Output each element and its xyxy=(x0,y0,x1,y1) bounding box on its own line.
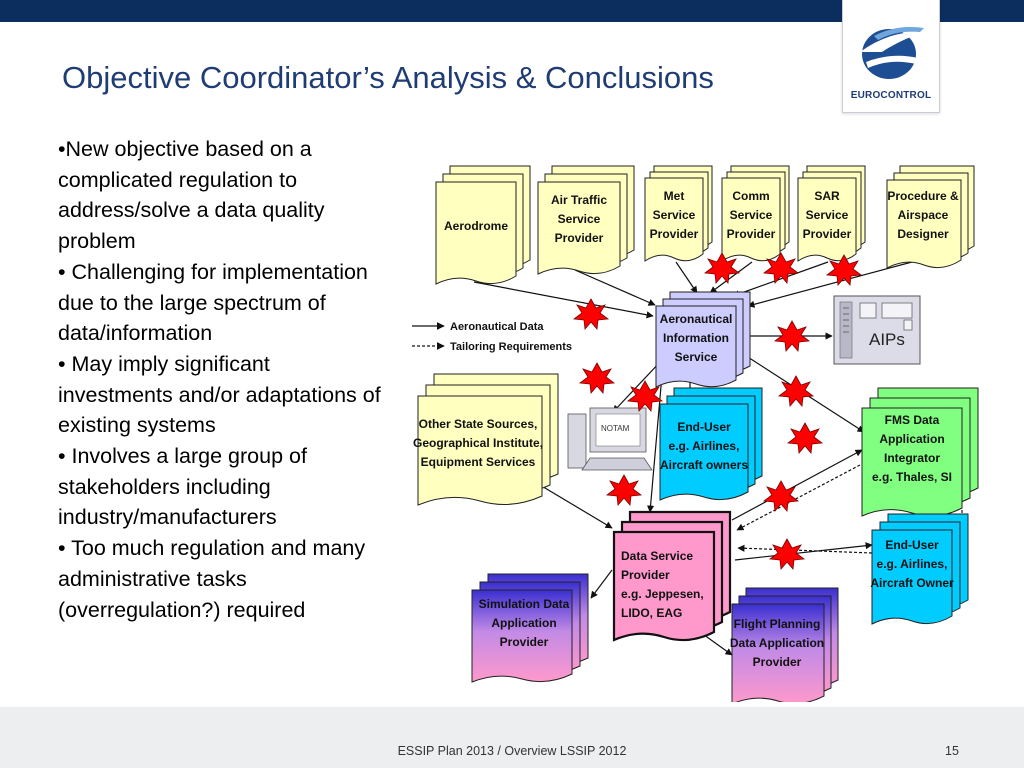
data-service-label-3: e.g. Jeppesen, xyxy=(621,587,704,601)
error-burst-icon xyxy=(762,480,800,512)
fms-label-1: FMS Data xyxy=(885,413,940,427)
ais-label-3: Service xyxy=(675,350,718,364)
error-burst-icon xyxy=(572,298,610,330)
notam-computer-icon xyxy=(567,407,653,471)
bullet-item: • Challenging for implementation due to … xyxy=(58,259,368,346)
flight-planning-label-3: Provider xyxy=(753,655,802,669)
procedure-airspace-node xyxy=(886,165,975,269)
page-title: Objective Coordinator’s Analysis & Concl… xyxy=(62,60,714,95)
eurocontrol-logo: EUROCONTROL xyxy=(842,0,940,113)
other-state-label-3: Equipment Services xyxy=(421,455,536,469)
other-state-label-2: Geographical Institute, xyxy=(413,436,543,450)
simulation-label-3: Provider xyxy=(500,635,549,649)
end-user-center-label-3: Aircraft owners xyxy=(660,458,748,472)
procedure-label-1: Procedure & xyxy=(887,189,959,203)
comm-label-1: Comm xyxy=(732,189,769,203)
error-burst-icon xyxy=(825,254,863,286)
ais-label-2: Information xyxy=(663,331,729,345)
bullet-list: •New objective based on a complicated re… xyxy=(58,134,388,625)
air-traffic-service-node xyxy=(537,165,635,275)
bullet-item: • Involves a large group of stakeholders… xyxy=(58,444,307,530)
bullet-item: • May imply significant investments and/… xyxy=(58,351,381,438)
data-service-label-1: Data Service xyxy=(621,549,693,563)
aerodrome-node xyxy=(435,165,531,285)
error-burst-icon xyxy=(703,252,741,284)
error-burst-icon xyxy=(605,474,643,506)
end-user-airlines-node xyxy=(659,387,763,501)
end-user-center-label-2: e.g. Airlines, xyxy=(669,439,740,453)
simulation-label-1: Simulation Data xyxy=(479,597,570,611)
error-burst-icon xyxy=(762,252,800,284)
end-user-right-label-1: End-User xyxy=(885,538,939,552)
other-state-label-1: Other State Sources, xyxy=(419,417,538,431)
bullet-item: • Too much regulation and many administr… xyxy=(58,536,366,622)
error-burst-icon xyxy=(626,380,664,412)
end-user-right-label-2: e.g. Airlines, xyxy=(877,557,948,571)
comm-label-2: Service xyxy=(730,208,773,222)
notam-label: NOTAM xyxy=(601,424,630,433)
fms-label-4: e.g. Thales, SI xyxy=(872,470,952,484)
simulation-data-provider-node xyxy=(471,573,589,683)
legend-tailoring-requirements: Tailoring Requirements xyxy=(450,341,572,353)
footer-text: ESSIP Plan 2013 / Overview LSSIP 2012 xyxy=(397,744,627,758)
sar-label-3: Provider xyxy=(803,227,852,241)
footer-bar xyxy=(0,707,1024,768)
end-user-center-label-1: End-User xyxy=(677,420,731,434)
error-burst-icon xyxy=(777,375,815,407)
procedure-label-2: Airspace xyxy=(898,208,949,222)
aerodrome-label: Aerodrome xyxy=(444,219,508,233)
met-label-1: Met xyxy=(664,189,685,203)
error-burst-icon xyxy=(768,538,806,570)
error-burst-icon xyxy=(578,362,616,394)
page-number: 15 xyxy=(945,744,959,758)
procedure-label-3: Designer xyxy=(897,227,949,241)
sar-service-node xyxy=(797,165,866,262)
sar-label-1: SAR xyxy=(814,189,840,203)
error-bursts xyxy=(572,252,863,570)
comm-label-3: Provider xyxy=(727,227,776,241)
flight-planning-provider-node xyxy=(731,587,839,702)
top-bar xyxy=(0,0,1024,22)
data-service-label-2: Provider xyxy=(621,568,670,582)
aips-device-icon xyxy=(833,295,921,365)
legend-aeronautical-data: Aeronautical Data xyxy=(450,321,544,333)
flight-planning-label-2: Data Application xyxy=(730,636,824,650)
eurocontrol-emblem-icon xyxy=(860,27,924,79)
other-state-sources-node xyxy=(417,373,559,506)
end-user-aircraft-owner-node xyxy=(871,513,969,625)
logo-wordmark: EUROCONTROL xyxy=(850,90,932,101)
fms-label-3: Integrator xyxy=(884,451,940,465)
data-service-provider-node xyxy=(612,510,732,642)
error-burst-icon xyxy=(786,422,824,454)
bullet-item: •New objective based on a complicated re… xyxy=(58,137,325,254)
air-traffic-label-2: Service xyxy=(558,212,601,226)
comm-service-node xyxy=(721,165,790,262)
sar-label-2: Service xyxy=(806,208,849,222)
diagram-legend: Aeronautical Data Tailoring Requirements xyxy=(412,321,572,353)
data-chain-diagram: Aeronautical Data Tailoring Requirements… xyxy=(412,165,979,702)
ais-label-1: Aeronautical xyxy=(660,312,733,326)
met-label-2: Service xyxy=(653,208,696,222)
met-label-3: Provider xyxy=(650,227,699,241)
data-service-label-4: LIDO, EAG xyxy=(621,606,682,620)
fms-data-integrator-node xyxy=(861,387,979,517)
flight-planning-label-1: Flight Planning xyxy=(734,617,821,631)
end-user-right-label-3: Aircraft Owner xyxy=(870,576,954,590)
air-traffic-label-1: Air Traffic xyxy=(551,193,607,207)
simulation-label-2: Application xyxy=(491,616,556,630)
met-service-node xyxy=(644,165,713,262)
aeronautical-information-service-node xyxy=(655,291,751,388)
error-burst-icon xyxy=(773,320,811,352)
air-traffic-label-3: Provider xyxy=(555,231,604,245)
fms-label-2: Application xyxy=(879,432,944,446)
aips-label: AIPs xyxy=(869,330,905,349)
